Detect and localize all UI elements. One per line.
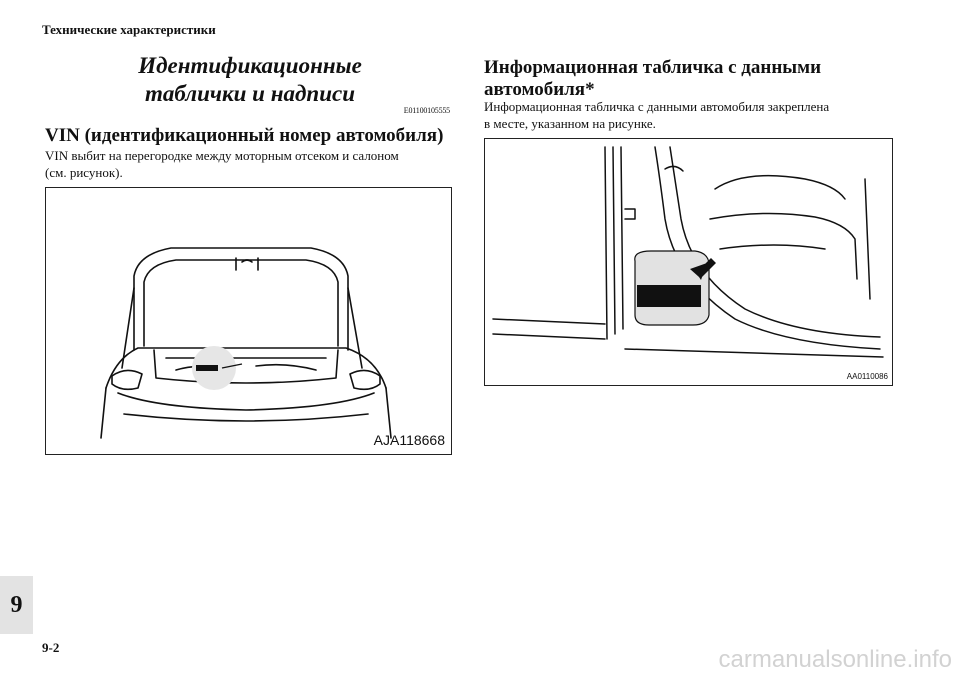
plate-heading: Информационная табличка с данными автомо… (484, 57, 904, 101)
page-number: 9-2 (42, 640, 60, 655)
watermark: carmanualsonline.info (718, 646, 952, 673)
door-pillar-illustration (492, 146, 884, 358)
plate-text-line2: в месте, указанном на рисунке. (484, 116, 656, 131)
engine-bay-figure: AJA118668 (45, 187, 452, 455)
plate-figure-label: AA0110086 (846, 372, 888, 381)
chapter-tab: 9 (0, 576, 33, 634)
section-code: E01100105555 (403, 106, 450, 115)
section-title: Идентификационные таблички и надписи (45, 52, 455, 108)
section-title-line1: Идентификационные (138, 53, 362, 78)
plate-paragraph: Информационная табличка с данными автомо… (484, 98, 904, 132)
vin-text-line2: (см. рисунок). (45, 165, 123, 180)
plate-heading-line2: автомобиля* (484, 79, 595, 100)
section-title-line2: таблички и надписи (145, 81, 355, 106)
vin-text-line1: VIN выбит на перегородке между моторным … (45, 148, 399, 163)
door-pillar-figure: AA0110086 (484, 138, 893, 386)
running-header: Технические характеристики (42, 22, 216, 37)
vin-figure-label: AJA118668 (373, 432, 445, 448)
vin-paragraph: VIN выбит на перегородке между моторным … (45, 147, 465, 181)
plate-heading-line1: Информационная табличка с данными (484, 57, 822, 78)
plate-text-line1: Информационная табличка с данными автомо… (484, 99, 830, 114)
vin-heading: VIN (идентификационный номер автомобиля) (45, 125, 444, 146)
engine-bay-illustration (100, 247, 392, 439)
